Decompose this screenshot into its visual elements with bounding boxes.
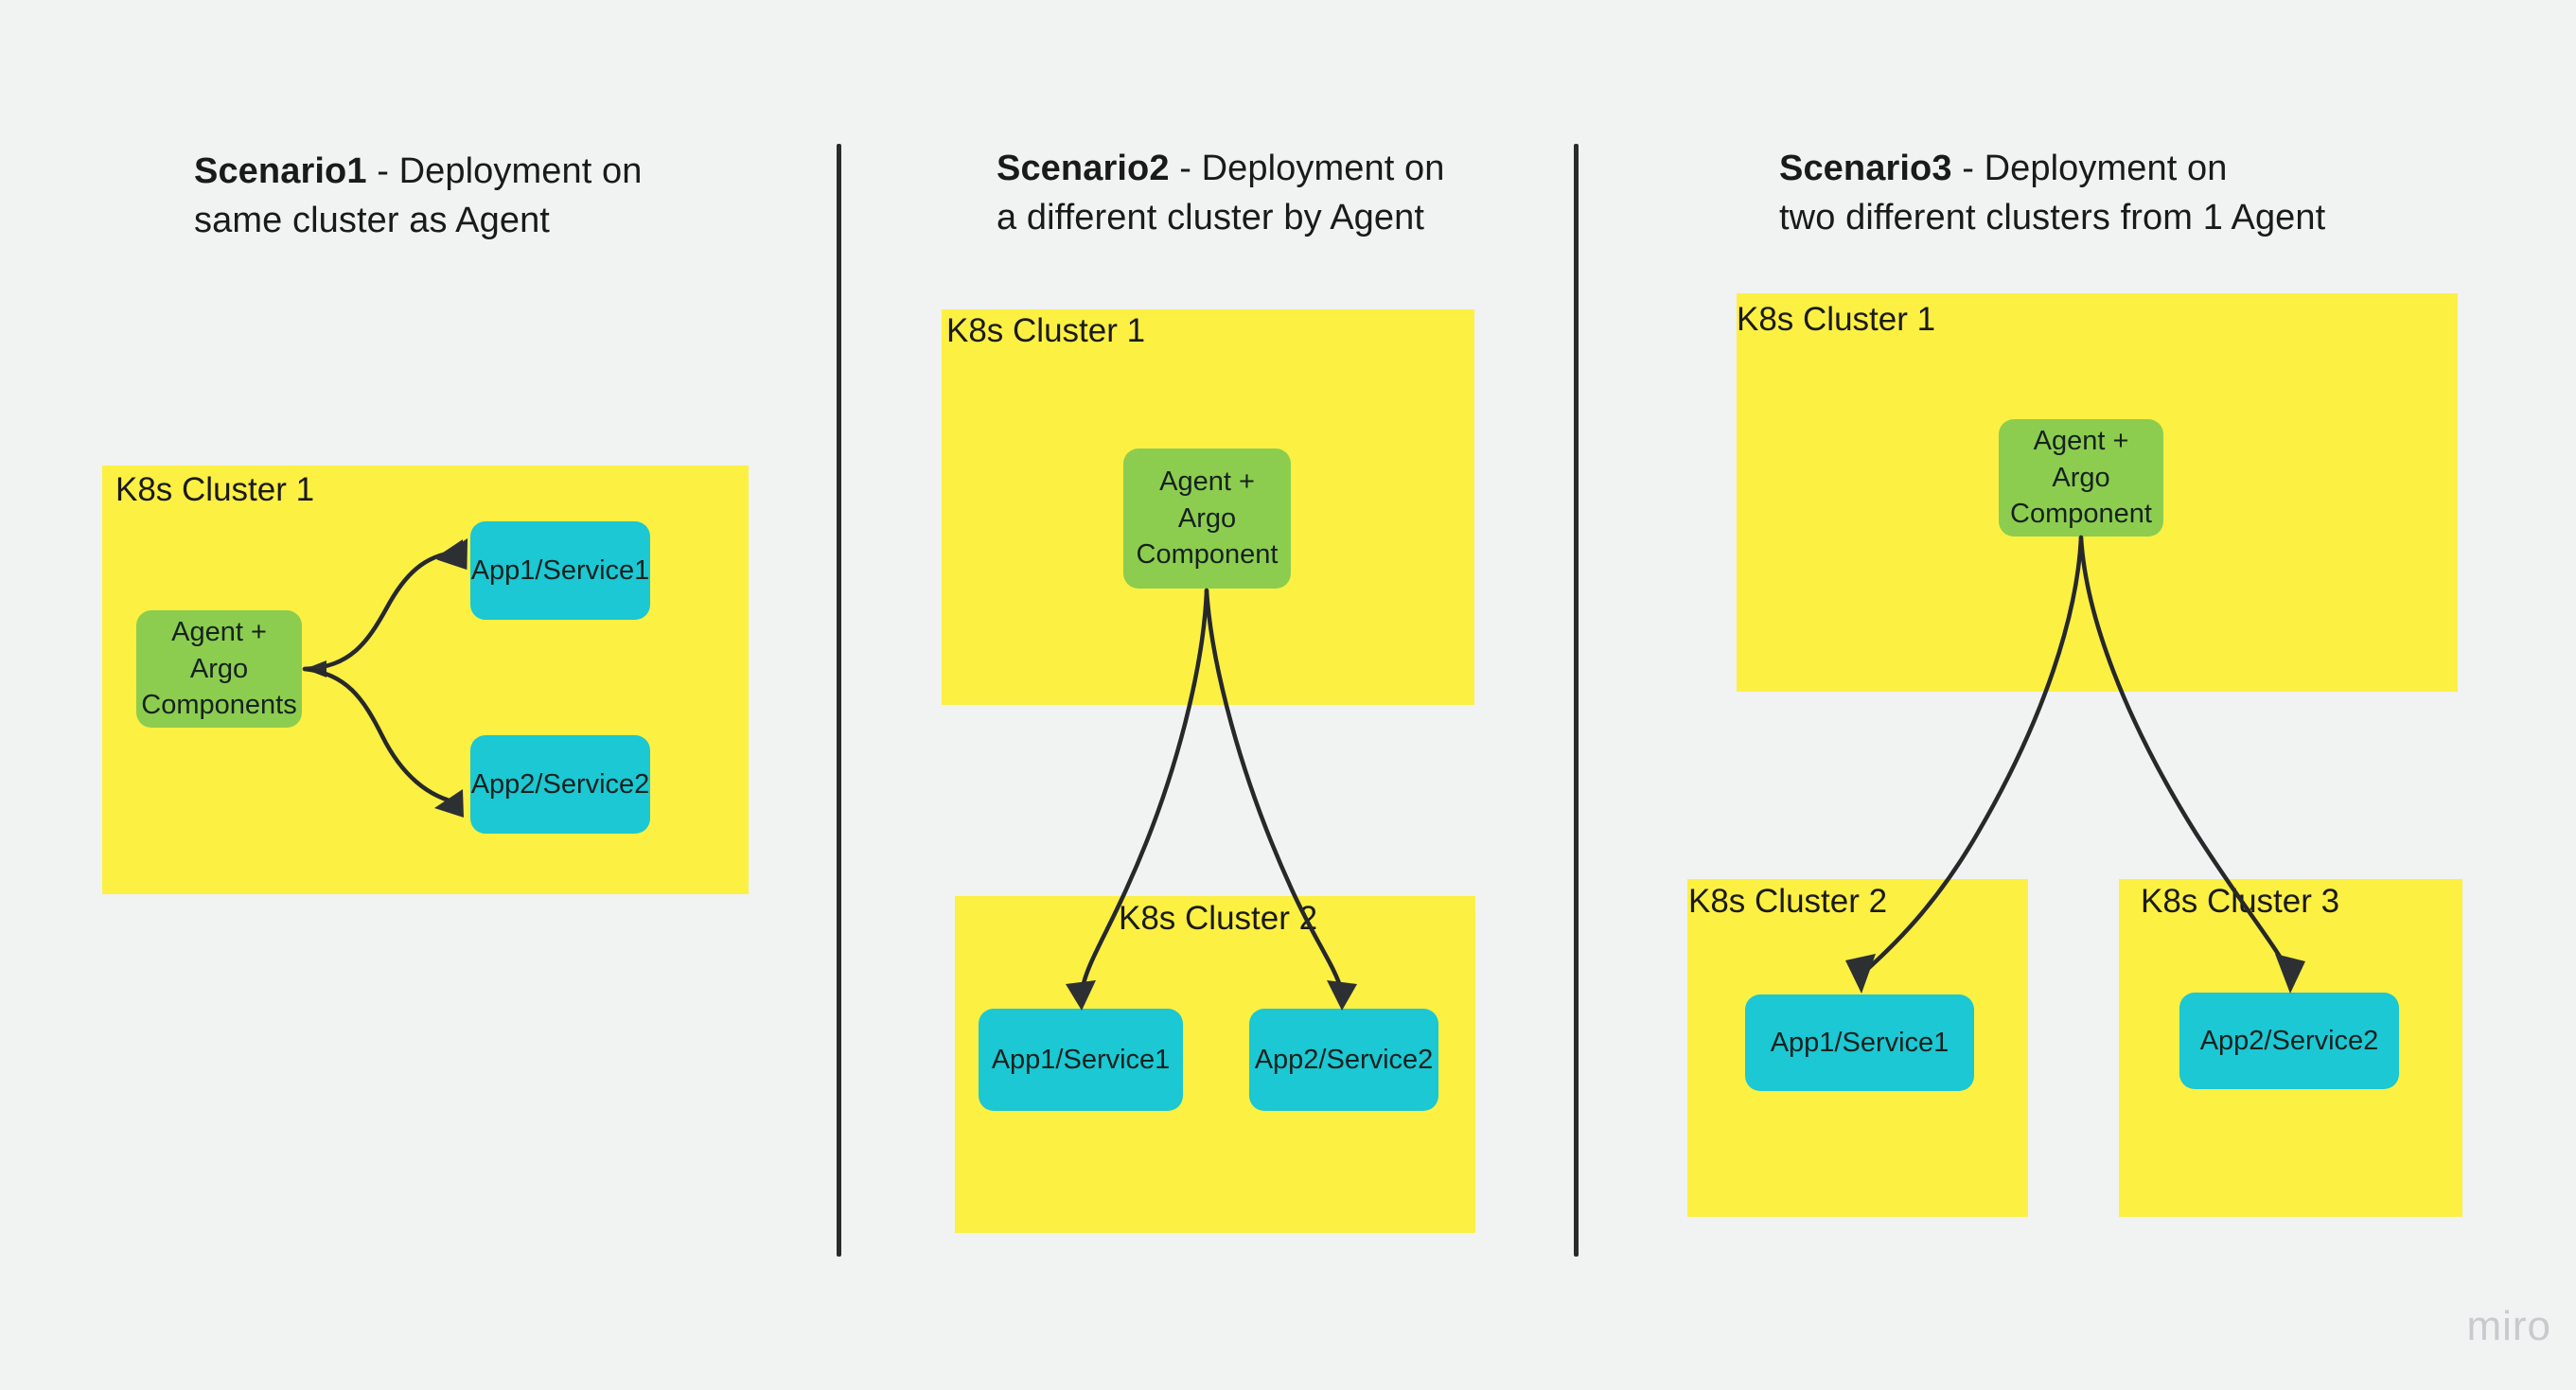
- scenario1-title-bold: Scenario1: [194, 151, 367, 191]
- scenario3-agent-node[interactable]: Agent + Argo Component: [1999, 419, 2163, 537]
- scenario1-title-rest: - Deployment on same cluster as Agent: [194, 151, 643, 241]
- scenario3-cluster2-label: K8s Cluster 2: [1688, 883, 1888, 920]
- scenario3-title-bold: Scenario3: [1779, 149, 1952, 188]
- scenario3-title-rest: - Deployment on two different clusters f…: [1779, 149, 2326, 238]
- scenario2-app2-node[interactable]: App2/Service2: [1249, 1009, 1438, 1111]
- scenario2-app1-node[interactable]: App1/Service1: [979, 1009, 1183, 1111]
- scenario3-app2-node[interactable]: App2/Service2: [2179, 993, 2399, 1089]
- scenario1-cluster1-label: K8s Cluster 1: [115, 471, 315, 508]
- scenario3-title: Scenario3 - Deployment on two different …: [1779, 144, 2442, 243]
- scenario3-app1-node[interactable]: App1/Service1: [1745, 994, 1974, 1091]
- scenario2-title-bold: Scenario2: [997, 149, 1170, 188]
- scenario2-title-rest: - Deployment on a different cluster by A…: [997, 149, 1445, 238]
- scenario1-app2-node[interactable]: App2/Service2: [470, 735, 650, 834]
- scenario3-cluster3-label: K8s Cluster 3: [2141, 883, 2340, 920]
- miro-watermark: miro: [2466, 1303, 2551, 1349]
- scenario2-cluster2-label: K8s Cluster 2: [1119, 900, 1318, 937]
- scenario1-title: Scenario1 - Deployment on same cluster a…: [194, 147, 800, 246]
- scenario-divider-1: [837, 144, 841, 1257]
- scenario2-cluster1-label: K8s Cluster 1: [946, 312, 1146, 349]
- scenario-divider-2: [1574, 144, 1579, 1257]
- scenario3-cluster1-label: K8s Cluster 1: [1737, 301, 1936, 338]
- scenario1-agent-node[interactable]: Agent + Argo Components: [136, 610, 302, 728]
- scenario2-title: Scenario2 - Deployment on a different cl…: [997, 144, 1583, 243]
- scenario1-app1-node[interactable]: App1/Service1: [470, 521, 650, 620]
- scenario2-agent-node[interactable]: Agent + Argo Component: [1123, 449, 1291, 589]
